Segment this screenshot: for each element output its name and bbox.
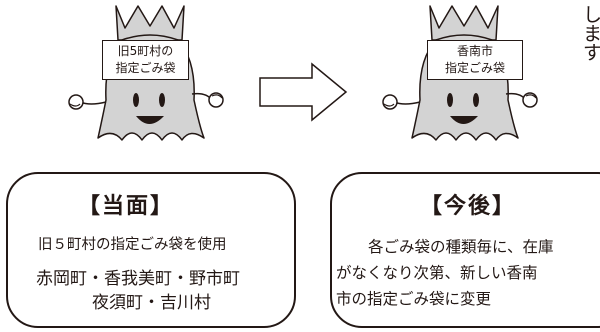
current-plan-panel: 【当面】 旧５町村の指定ごみ袋を使用 赤岡町・香我美町・野市町 夜須町・吉川村 [6, 172, 296, 328]
left-sign-line-2: 指定ごみ袋 [115, 61, 176, 75]
future-plan-line-2: がなくなり次第、新しい香南 [336, 264, 538, 282]
current-plan-heading: 【当面】 [78, 194, 175, 219]
current-plan-towns-line-1: 赤岡町・香我美町・野市町 [36, 269, 240, 289]
right-bag-mascot [382, 5, 538, 141]
right-sign-line-1: 香南市 [456, 44, 493, 58]
cut-off-char-1: し [583, 6, 600, 26]
future-plan-heading: 【今後】 [420, 194, 517, 219]
left-bag-mascot [68, 5, 224, 141]
future-plan-panel: 【今後】 各ごみ袋の種類毎に、在庫 がなくなり次第、新しい香南 市の指定ごみ袋に… [330, 172, 600, 328]
left-bag-sign: 旧5町村の 指定ごみ袋 [102, 40, 189, 80]
cut-off-side-text: し ま す [583, 6, 600, 63]
current-plan-towns-line-2: 夜須町・吉川村 [92, 293, 211, 313]
cut-off-char-2: ま [583, 23, 600, 45]
future-plan-line-3: 市の指定ごみ袋に変更 [336, 290, 492, 308]
cut-off-char-3: す [583, 42, 600, 63]
right-arrow-icon [259, 62, 348, 122]
left-sign-line-1: 旧5町村の [117, 44, 174, 58]
current-plan-description: 旧５町村の指定ごみ袋を使用 [38, 237, 227, 253]
right-sign-line-2: 指定ごみ袋 [444, 61, 505, 75]
future-plan-line-1: 各ごみ袋の種類毎に、在庫 [368, 238, 554, 256]
right-bag-sign: 香南市 指定ごみ袋 [427, 40, 523, 80]
